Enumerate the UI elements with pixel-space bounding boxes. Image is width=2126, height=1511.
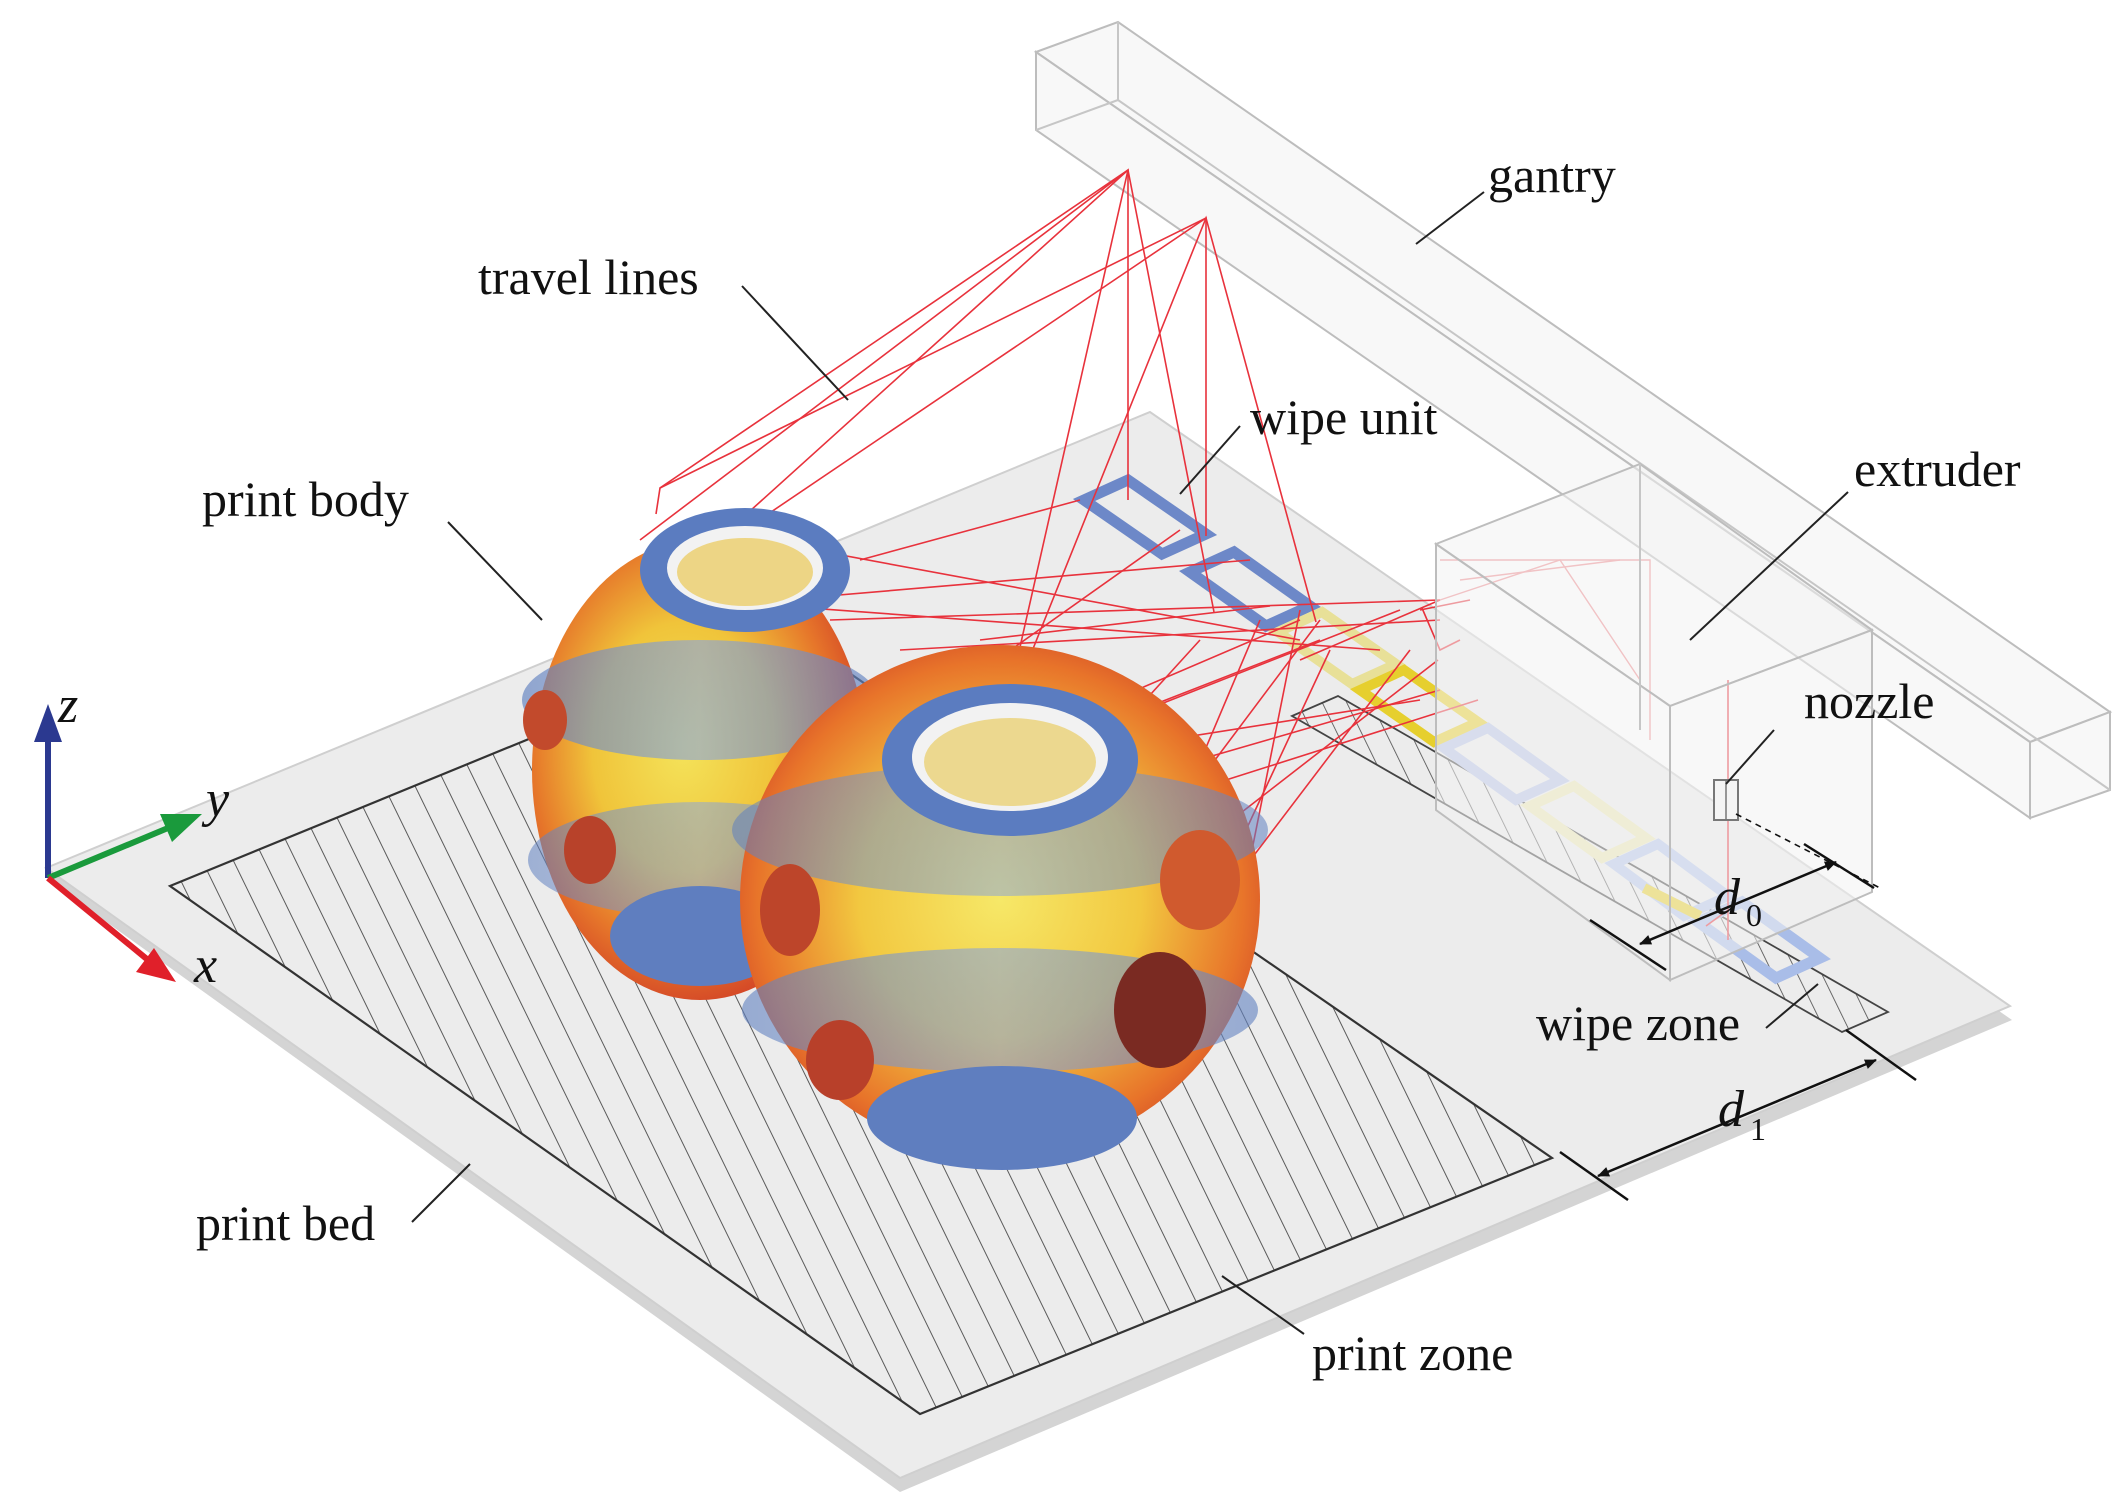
label-nozzle: nozzle [1804, 673, 1934, 729]
label-gantry: gantry [1488, 147, 1616, 203]
print-body-front [732, 645, 1268, 1170]
dimension-d0-symbol: d [1714, 869, 1741, 926]
labels: gantry travel lines wipe unit extruder p… [196, 147, 2021, 1381]
label-wipe-zone: wipe zone [1536, 995, 1740, 1051]
x-axis-arrowhead [136, 948, 176, 982]
extruder-leader [1689, 491, 1849, 641]
label-extruder: extruder [1854, 441, 2021, 497]
leader-lines [411, 191, 1849, 1335]
y-axis-label: y [201, 771, 230, 828]
label-travel-lines: travel lines [478, 249, 699, 305]
x-axis-label: x [193, 937, 217, 994]
label-print-body: print body [202, 471, 409, 527]
z-axis-label: z [57, 677, 78, 734]
x-axis-arrow [46, 875, 150, 963]
y-axis-arrowhead [160, 814, 202, 842]
dimension-d0-subscript: 0 [1746, 897, 1762, 933]
y-axis-arrow [46, 825, 170, 881]
print-bed-leader [411, 1163, 471, 1223]
dimension-d1: d 1 [1559, 1028, 1917, 1202]
print-body-leader [447, 521, 543, 621]
label-wipe-unit: wipe unit [1250, 389, 1438, 445]
wipe-frame [1179, 545, 1321, 633]
dimension-d0: d 0 [1589, 813, 1881, 972]
wipe-frame [1267, 606, 1407, 690]
axis-triad: z y x [34, 677, 230, 994]
travel-lines-leader [741, 285, 849, 401]
wipe-zone-leader [1765, 983, 1819, 1029]
nozzle-leader [1725, 729, 1775, 785]
print-zone-leader [1221, 1275, 1305, 1335]
dimension-d1-symbol: d [1718, 1081, 1745, 1138]
dimension-d1-subscript: 1 [1750, 1111, 1766, 1147]
nozzle [1713, 779, 1739, 821]
wipe-unit-leader [1179, 425, 1241, 495]
gantry-leader [1415, 191, 1485, 245]
label-print-zone: print zone [1312, 1325, 1513, 1381]
z-axis-arrowhead [34, 704, 62, 742]
label-print-bed: print bed [196, 1195, 375, 1251]
